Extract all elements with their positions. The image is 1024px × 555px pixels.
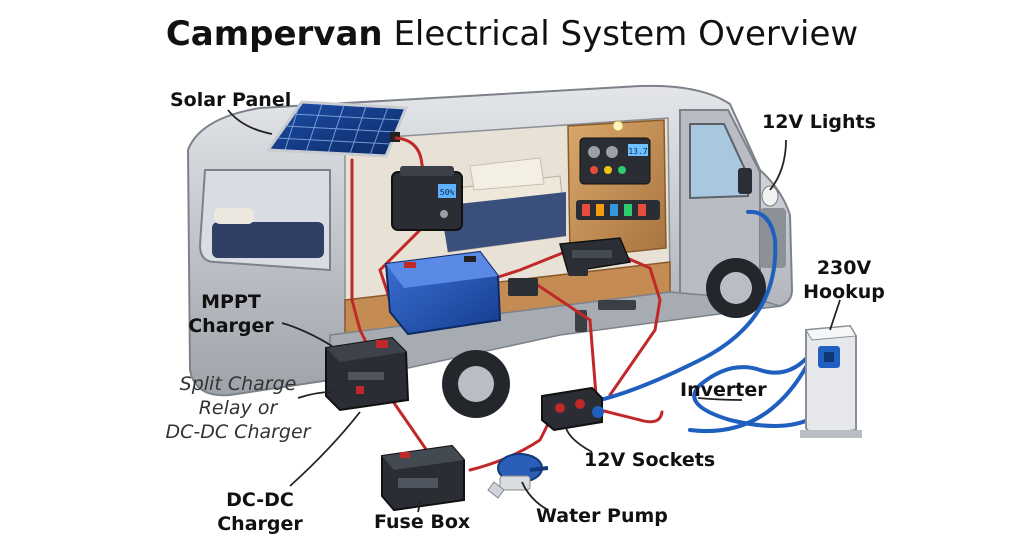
- label-dcdc-charger: DC-DC Charger: [200, 488, 320, 536]
- leisure-battery: [386, 252, 500, 334]
- control-panel-screen: 13.7: [628, 147, 647, 156]
- power-station-screen: 50%: [440, 188, 455, 197]
- label-inverter: Inverter: [680, 378, 767, 402]
- power-station: 50%: [392, 166, 462, 230]
- label-12v-lights: 12V Lights: [762, 110, 876, 134]
- label-230v-hookup: 230V Hookup: [792, 256, 896, 304]
- label-split-charge: Split Charge Relay or DC-DC Charger: [158, 372, 318, 444]
- hookup-pillar: [800, 326, 862, 438]
- label-12v-sockets: 12V Sockets: [584, 448, 715, 472]
- socket-block: [542, 388, 604, 430]
- label-fuse-box: Fuse Box: [374, 510, 470, 534]
- label-water-pump: Water Pump: [536, 504, 668, 528]
- label-mppt-charger: MPPT Charger: [176, 290, 286, 338]
- mppt-charger-box: [326, 338, 408, 410]
- fuse-box-unit: [382, 446, 464, 510]
- label-solar-panel: Solar Panel: [170, 88, 291, 112]
